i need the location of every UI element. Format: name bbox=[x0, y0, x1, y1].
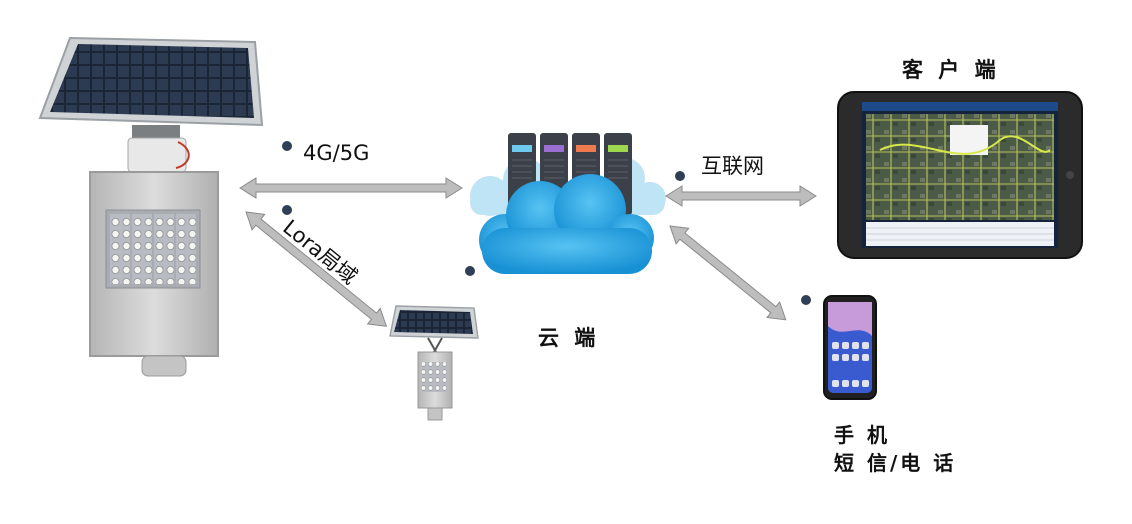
arrow-cloud-phone bbox=[669, 225, 787, 321]
arrow-lora bbox=[245, 211, 388, 327]
label-cloud: 云 端 bbox=[538, 326, 600, 350]
label-client: 客 户 端 bbox=[902, 58, 1000, 82]
small-solar-light-icon bbox=[389, 305, 479, 421]
cloud-server-icon bbox=[470, 133, 666, 274]
tablet-map-icon bbox=[837, 91, 1083, 259]
label-internet: 互联网 bbox=[701, 154, 764, 178]
arrow-4g5g bbox=[239, 177, 463, 199]
label-4g5g: 4G/5G bbox=[303, 141, 370, 165]
arrows bbox=[239, 177, 817, 327]
smartphone-icon bbox=[823, 295, 877, 400]
label-phone-line1: 手 机 bbox=[834, 423, 890, 447]
arrow-internet bbox=[665, 185, 817, 207]
bullet-dots bbox=[282, 141, 811, 305]
solar-street-light-icon bbox=[38, 36, 264, 377]
label-phone-line2: 短 信/电 话 bbox=[834, 451, 957, 475]
